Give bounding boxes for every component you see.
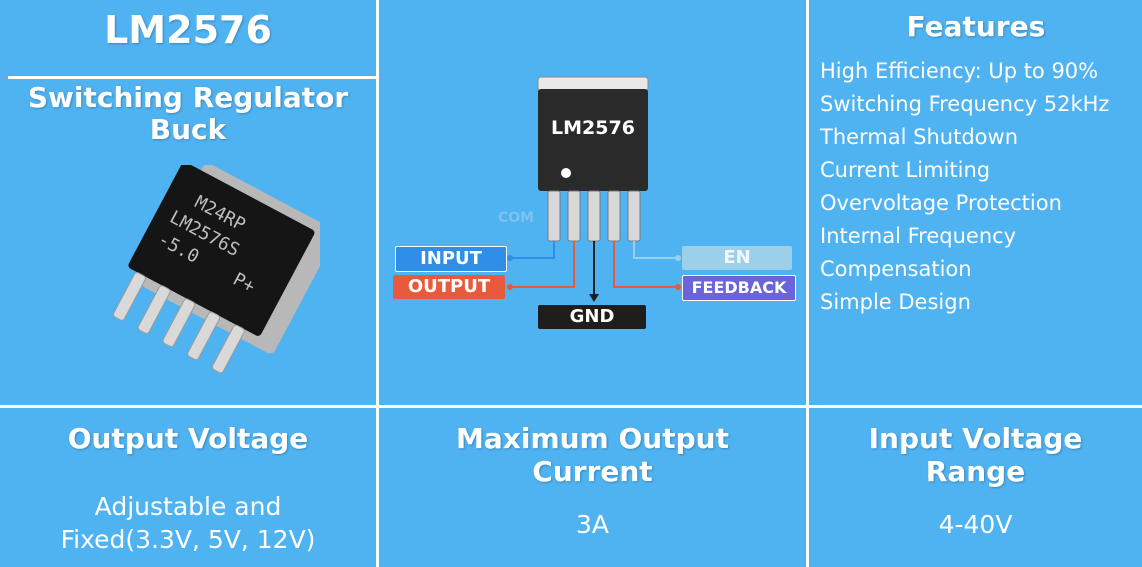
chip-pin-2 [567, 190, 581, 242]
feature-item: Current Limiting [820, 158, 991, 182]
output-voltage-heading: Output Voltage [67, 422, 309, 455]
output-line [510, 241, 575, 288]
features-list: High Efficiency: Up to 90% Switching Fre… [820, 55, 1140, 319]
feature-item: Thermal Shutdown [820, 125, 1019, 149]
feature-item: Simple Design [820, 290, 971, 314]
subtitle: Switching Regulator Buck [0, 82, 376, 146]
feature-item: High Efficiency: Up to 90% [820, 59, 1099, 83]
output-dot [507, 284, 513, 290]
output-voltage-line2: Fixed(3.3V, 5V, 12V) [60, 525, 316, 554]
chip-photo: M24RP LM2576S -5.0 P+ [112, 165, 320, 374]
feature-item: Compensation [820, 257, 972, 281]
max-current-heading-line1: Maximum Output [456, 422, 729, 455]
chip-pin-1 [547, 190, 561, 242]
pinout-diagram: LM2576 COM [498, 76, 681, 302]
pin-label-input: INPUT [395, 246, 507, 272]
input-range-heading-line1: Input Voltage [868, 422, 1083, 455]
watermark: COM [498, 210, 534, 226]
output-voltage-value: Adjustable and Fixed(3.3V, 5V, 12V) [0, 490, 376, 556]
subtitle-line1: Switching Regulator [27, 81, 349, 114]
feature-item: Switching Frequency 52kHz [820, 92, 1110, 116]
chip-photo-body [128, 165, 315, 336]
max-current-heading: Maximum Output Current [379, 422, 806, 488]
feature-item: Overvoltage Protection [820, 191, 1062, 215]
chip-label: LM2576 [551, 117, 635, 139]
chip-photo-leg [112, 272, 146, 321]
chip-dot [561, 168, 571, 178]
divider-horizontal [0, 405, 1142, 408]
divider-vertical-left [376, 0, 379, 567]
subtitle-line2: Buck [149, 113, 227, 146]
input-line [510, 241, 555, 259]
input-range-heading-line2: Range [925, 455, 1026, 488]
chip-photo-leg [137, 285, 171, 334]
chip-pin-4 [607, 190, 621, 242]
gnd-arrow [589, 294, 599, 302]
chip-photo-leg [211, 324, 245, 374]
feature-item: Internal Frequency [820, 224, 1017, 248]
features-title: Features [906, 10, 1046, 43]
divider-vertical-right [806, 0, 809, 567]
en-line [633, 241, 678, 259]
chip-photo-leg [162, 298, 196, 348]
divider-title [8, 76, 376, 79]
pin-label-feedback: FEEDBACK [682, 275, 796, 301]
output-voltage-line1: Adjustable and [94, 492, 282, 521]
input-dot [507, 255, 513, 261]
input-range-value: 4-40V [938, 510, 1013, 539]
feedback-dot [675, 284, 681, 290]
pin-label-en: EN [682, 246, 792, 270]
chip-pin-5 [627, 190, 641, 242]
pin-label-gnd: GND [538, 305, 646, 329]
max-current-value: 3A [575, 510, 609, 539]
max-current-heading-line2: Current [532, 455, 653, 488]
input-range-heading: Input Voltage Range [809, 422, 1142, 488]
en-dot [675, 255, 681, 261]
chip-body [538, 89, 648, 191]
chip-tab [537, 76, 649, 92]
chip-photo-leg [187, 311, 221, 361]
page-title: LM2576 [104, 8, 272, 52]
pin-label-output: OUTPUT [393, 275, 505, 299]
chip-pin-3 [587, 190, 601, 242]
feedback-line [613, 241, 678, 288]
